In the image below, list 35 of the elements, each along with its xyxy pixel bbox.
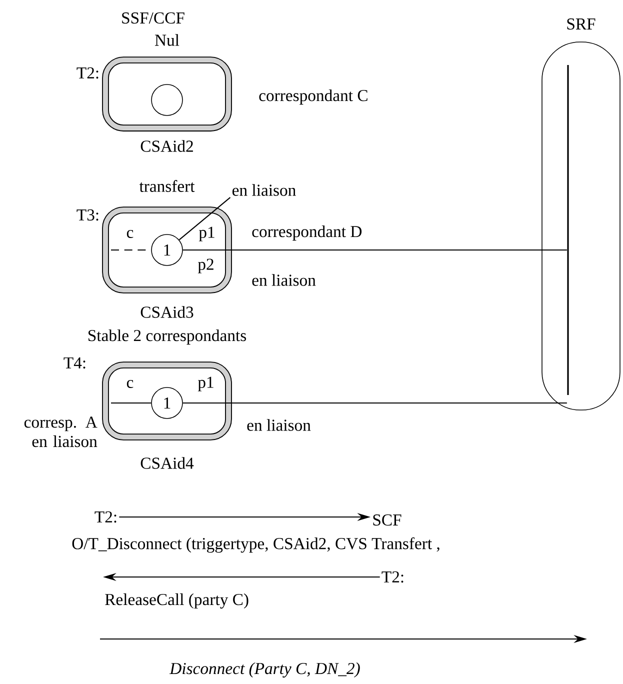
text-label: corresp. A en liaison xyxy=(24,416,98,448)
text-label: correspondant C xyxy=(259,89,368,105)
text-label: SCF xyxy=(373,514,402,526)
text-label: Disconnect (Party C, DN_2) xyxy=(169,662,360,678)
message-label: O/T_Disconnect (triggertype, CSAid2, CVS Transfert , xyxy=(72,537,440,553)
state-label: CSAid2 xyxy=(140,140,193,152)
state-label: c xyxy=(126,230,134,238)
connection-line xyxy=(182,402,567,404)
state-label: CSAid4 xyxy=(140,457,194,469)
text-label: T3: xyxy=(76,209,98,221)
state-label: p1 xyxy=(198,226,214,242)
text-label: SSF/CCF xyxy=(122,12,184,24)
connection-line xyxy=(111,402,152,404)
state-label: CSAid3 xyxy=(140,306,194,318)
text-label: correspondant D xyxy=(252,225,362,241)
state-label: Nul xyxy=(154,34,180,46)
message-label: ReleaseCall (party C) xyxy=(105,593,248,609)
state-label: p2 xyxy=(198,258,214,274)
text-label: T2: xyxy=(76,67,98,79)
text-label: T4: xyxy=(64,357,86,369)
text-label: en liaison xyxy=(252,274,316,286)
text-label: en liaison xyxy=(232,184,296,196)
text-label: T2: xyxy=(382,571,404,583)
connection-point: 1 xyxy=(151,387,183,419)
text-label: en liaison xyxy=(247,419,311,431)
text-label: T2: xyxy=(94,511,116,523)
resource-label: SRF xyxy=(567,18,596,30)
state-label: c xyxy=(126,380,134,388)
state-label: Stable 2 correspondants xyxy=(88,329,246,345)
state-label: transfert xyxy=(139,180,195,192)
circle xyxy=(151,84,183,116)
connection-point: 1 xyxy=(151,234,183,266)
connection-line xyxy=(182,249,567,251)
leader-line xyxy=(178,197,231,240)
state-label: p1 xyxy=(198,376,214,392)
